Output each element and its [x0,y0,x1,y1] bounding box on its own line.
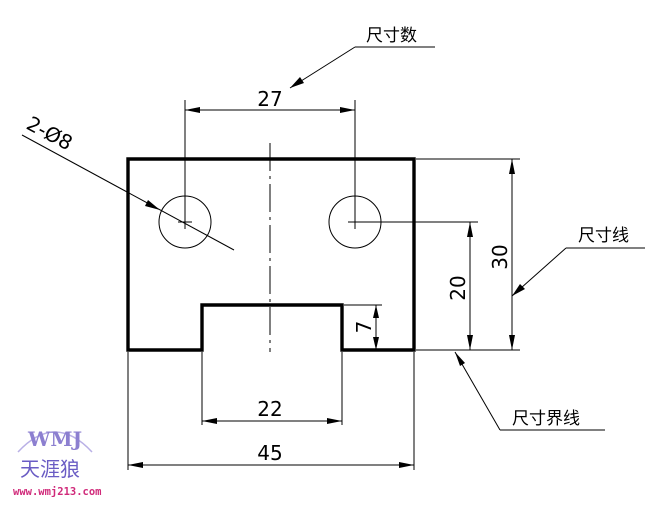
dimension-text-holes: 2-Ø8 [23,111,77,155]
callout-arrow-dimension-number [290,77,304,88]
dimension-text-7: 7 [352,321,376,334]
callout-line-extension-line [454,351,501,431]
arrow-27-right [340,107,355,113]
arrow-27-left [185,107,200,113]
dimension-text-30: 30 [488,244,512,269]
arrow-45-right [399,462,414,468]
watermark-letters: WMJ [27,427,82,451]
callout-dimension-number: 尺寸数 [366,26,417,46]
leader-holes [21,134,235,251]
arrow-holes [145,200,160,210]
dimension-text-27: 27 [257,87,282,111]
callout-arrow-dimension-line [512,284,525,296]
dimension-text-45: 45 [257,441,282,465]
arrow-7-top [373,305,379,318]
arrow-20-bottom [467,335,473,350]
dimension-text-20: 20 [446,275,470,300]
watermark-chinese: 天涯狼 [20,457,80,481]
arrow-30-top [509,159,515,174]
arrow-45-left [128,462,143,468]
arrow-7-bottom [373,337,379,350]
arrow-20-top [467,222,473,237]
callout-arrow-extension-line [455,352,465,366]
dimension-text-22: 22 [257,397,282,421]
arrow-22-left [202,418,217,424]
callout-dimension-line: 尺寸线 [578,226,629,246]
watermark-url: www.wmj213.com [13,486,102,498]
watermark-logo: WMJ 天涯狼 www.wmj213.com [13,427,102,498]
callout-extension-line: 尺寸界线 [512,409,580,429]
part-outline [126,157,416,352]
arrow-22-right [327,418,342,424]
arrow-30-bottom [509,335,515,350]
